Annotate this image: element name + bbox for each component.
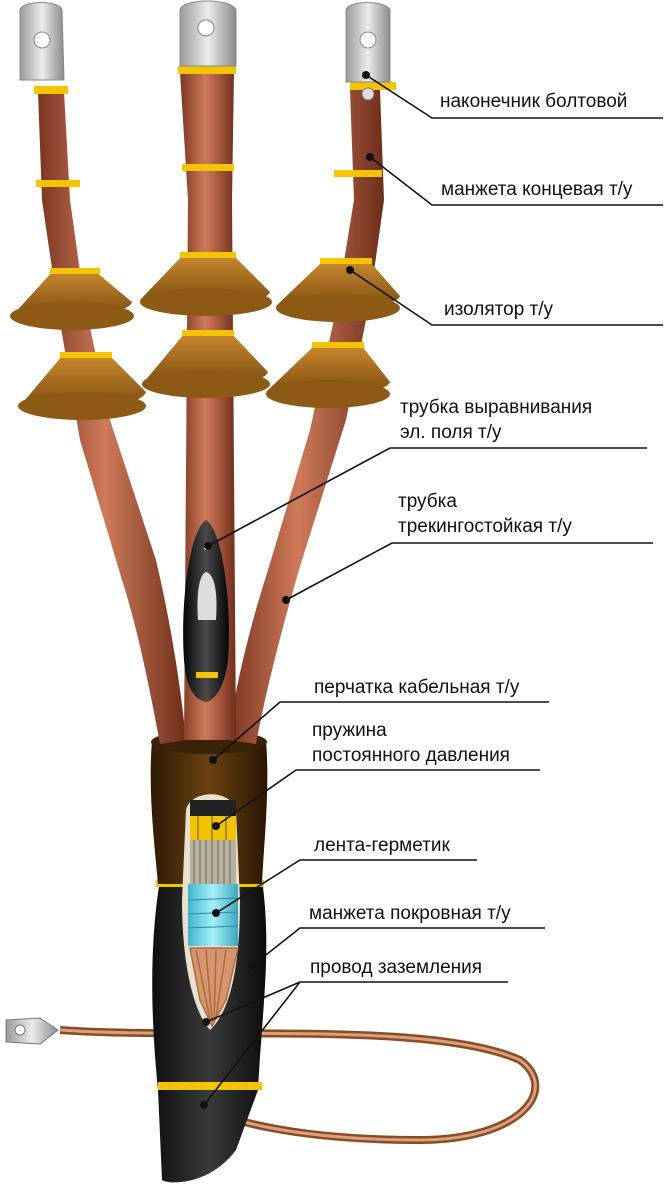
screen-braid <box>190 840 236 886</box>
spring <box>190 800 236 840</box>
phase-right <box>228 2 400 744</box>
phase-left <box>10 2 186 744</box>
label-glove: перчатка кабельная т/у <box>314 677 520 698</box>
label-field-tube-line2: эл. поля т/у <box>400 422 502 443</box>
phase-center <box>140 0 272 740</box>
insulator-left <box>10 268 146 420</box>
copper-strands <box>189 947 239 1028</box>
label-sealant: лента-герметик <box>314 835 450 856</box>
label-ground-wire: провод заземления <box>310 957 483 978</box>
label-field-tube-line1: трубка выравнивания <box>400 397 593 418</box>
label-tracking-tube-line2: трекингостойкая т/у <box>398 516 572 537</box>
label-spring-line2: постоянного давления <box>312 745 510 766</box>
insulator-right <box>266 258 400 408</box>
label-cover-cuff: манжета покровная т/у <box>309 903 511 924</box>
cutaway-window <box>182 794 240 1030</box>
label-end-cuff: манжета концевая т/у <box>441 179 633 200</box>
label-tracking-tube-line1: трубка <box>398 491 457 512</box>
label-lug: наконечник болтовой <box>440 91 628 112</box>
insulator-center <box>140 252 272 398</box>
sealant-tape <box>187 884 239 946</box>
label-insulator: изолятор т/у <box>444 299 554 320</box>
ground-wire <box>5 1017 540 1145</box>
leader-lines <box>200 71 663 1109</box>
label-spring-line1: пружина <box>312 720 387 741</box>
